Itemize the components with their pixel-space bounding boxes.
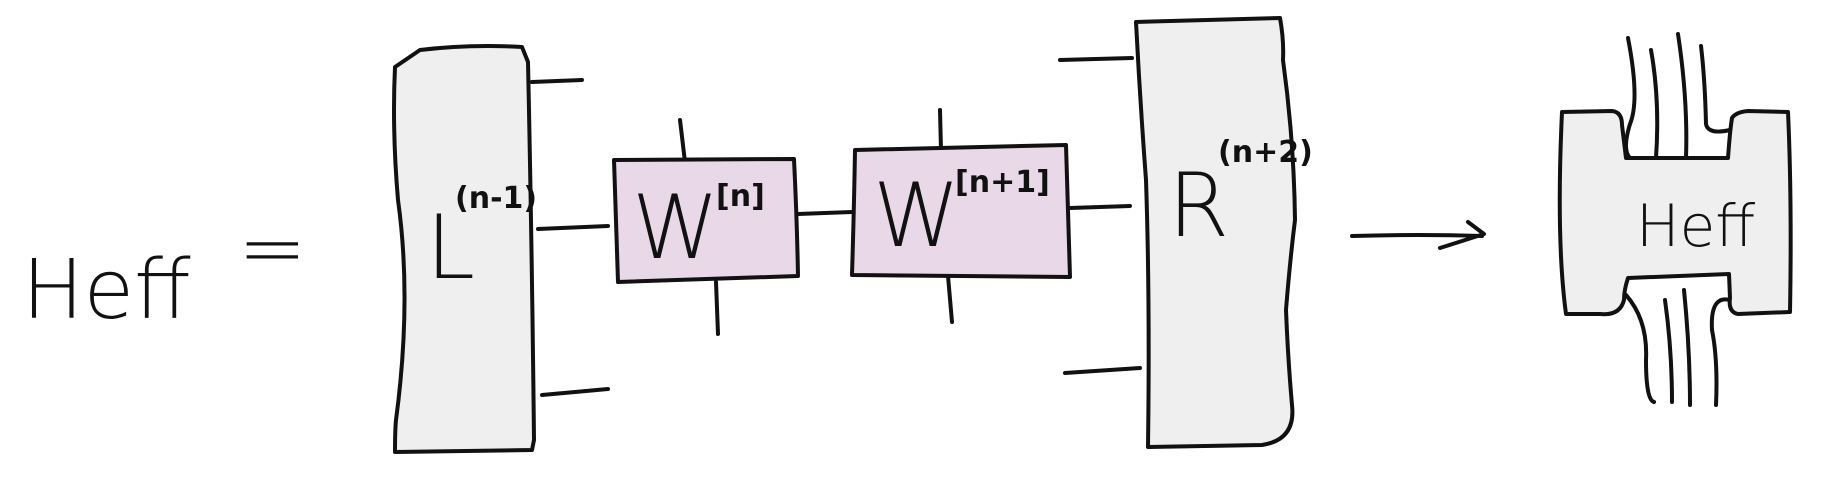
arrow-head <box>1438 220 1486 250</box>
right-environment-box <box>1134 16 1297 449</box>
heff-leg-bottom-2 <box>1663 298 1674 404</box>
mpo-bond <box>796 210 854 216</box>
mpo-n-leg-bottom <box>714 280 720 336</box>
mpo-to-right-env-bond <box>1068 204 1132 210</box>
mpo-n-letter: W <box>632 176 719 279</box>
heff-leg-bottom-1 <box>1624 293 1656 404</box>
mpo-n1-leg-top <box>938 108 943 152</box>
heff-leg-top-2 <box>1649 48 1660 160</box>
right-env-leg-top <box>1058 56 1134 62</box>
left-environment-box <box>392 44 536 454</box>
mpo-n-superscript: [n] <box>716 179 765 214</box>
heff-leg-top-1 <box>1624 36 1637 160</box>
right-env-superscript: (n+2) <box>1218 135 1313 170</box>
heff-leg-bottom-4 <box>1709 297 1732 407</box>
right-environment-tensor: R (n+2) <box>1058 16 1313 449</box>
mpo-n1-leg-bottom <box>946 274 954 324</box>
mpo-tensor-n1: W [n+1] <box>850 108 1072 324</box>
right-env-letter: R <box>1168 154 1229 257</box>
left-env-leg-middle <box>536 224 610 231</box>
heff-leg-bottom-3 <box>1682 288 1692 407</box>
heff-leg-top-4 <box>1699 44 1732 134</box>
left-env-leg-bottom <box>540 387 610 397</box>
mpo-n-box <box>612 157 800 284</box>
heff-box <box>1557 109 1793 317</box>
left-env-letter: L <box>426 196 475 299</box>
result-heff-tensor: Heff <box>1557 32 1793 407</box>
left-env-leg-top <box>530 78 584 84</box>
mpo-n1-box <box>850 143 1072 279</box>
lhs-heff-label: Heff <box>22 243 191 338</box>
heff-result-label: Heff <box>1636 192 1755 260</box>
mpo-tensor-n: W [n] <box>612 118 800 336</box>
arrow-shaft <box>1350 233 1484 238</box>
mpo-n1-superscript: [n+1] <box>955 165 1050 200</box>
left-env-superscript: (n-1) <box>455 181 537 216</box>
right-env-leg-bottom <box>1063 366 1142 375</box>
left-environment-tensor: L (n-1) <box>392 44 610 454</box>
heff-leg-top-3 <box>1676 32 1689 160</box>
equals-sign: = <box>238 201 307 296</box>
mpo-n1-letter: W <box>873 164 960 267</box>
arrow <box>1350 220 1486 250</box>
mpo-n-leg-top <box>678 118 687 164</box>
